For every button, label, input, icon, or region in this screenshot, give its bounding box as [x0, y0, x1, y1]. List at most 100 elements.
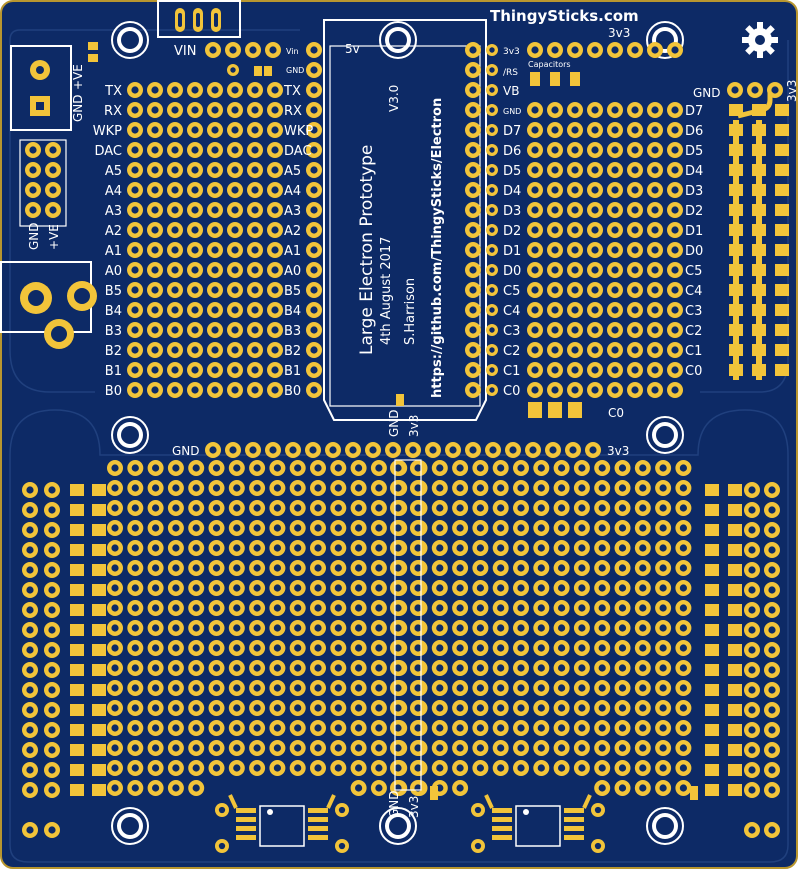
proto-hole-left	[207, 162, 223, 178]
proto-hole-left	[207, 102, 223, 118]
proto-hole-left	[207, 322, 223, 338]
proto-hole-left	[147, 82, 163, 98]
proto-hole-bottom	[147, 640, 164, 656]
proto-hole-bottom	[513, 480, 529, 496]
vin-header-pad	[227, 64, 239, 76]
vin-header-pad	[205, 42, 221, 58]
proto-hole-right	[547, 122, 563, 138]
rail-pad	[345, 442, 361, 458]
proto-hole-right	[567, 262, 583, 278]
proto-hole-left	[167, 102, 183, 118]
module-left-pin	[306, 322, 322, 338]
proto-hole-bottom	[289, 700, 306, 716]
proto-hole-bottom	[634, 500, 651, 516]
module-right-pin	[465, 162, 481, 178]
rail-pad	[565, 442, 581, 458]
module-left-pin	[306, 382, 322, 398]
proto-hole-bottom	[513, 620, 529, 636]
smd-pad	[728, 544, 742, 556]
proto-hole-bottom	[675, 520, 692, 536]
bus-pad	[390, 720, 406, 736]
smd-pad	[92, 564, 106, 576]
module-right-pin	[465, 122, 481, 138]
proto-hole-left	[167, 82, 183, 98]
proto-hole-bottom	[188, 540, 205, 556]
proto-hole-bottom	[350, 620, 367, 636]
bottom-c0-label: C0	[608, 406, 624, 420]
proto-hole-left	[247, 162, 263, 178]
gear-icon	[742, 22, 778, 58]
proto-hole-left	[147, 142, 163, 158]
proto-hole-bottom-edge	[44, 602, 60, 618]
proto-hole-bottom	[249, 480, 266, 496]
proto-hole-bottom	[655, 660, 672, 676]
smd-pad	[70, 784, 84, 796]
proto-hole-bottom	[594, 500, 611, 516]
proto-hole-bottom	[634, 520, 651, 536]
proto-hole-bottom	[614, 520, 631, 536]
proto-hole-bottom	[228, 540, 245, 556]
proto-hole-right	[547, 102, 563, 118]
bus-pad	[390, 660, 406, 676]
proto-hole-bottom-edge	[764, 482, 780, 498]
proto-hole-bottom-edge	[44, 642, 60, 658]
module-right-pin-small	[486, 44, 498, 56]
module-right-pin	[465, 222, 481, 238]
bus-pad	[390, 640, 406, 656]
proto-hole-bottom	[492, 700, 509, 716]
proto-hole-bottom	[573, 460, 590, 476]
proto-hole-bottom-edge	[44, 662, 60, 678]
smd-pad	[775, 344, 789, 356]
proto-hole-bottom	[431, 620, 448, 636]
proto-hole-bottom	[310, 720, 326, 736]
proto-hole-left	[227, 242, 243, 258]
proto-hole-bottom	[370, 580, 387, 596]
proto-hole-left	[167, 262, 183, 278]
proto-hole-bottom	[188, 480, 205, 496]
proto-hole-left	[247, 202, 263, 218]
proto-hole-left	[267, 122, 283, 138]
smd-pad	[728, 664, 742, 676]
proto-hole-left	[187, 342, 203, 358]
smd-pad	[264, 66, 272, 76]
proto-hole-bottom	[573, 660, 590, 676]
mounting-hole	[379, 21, 417, 59]
proto-hole-left	[247, 122, 263, 138]
smd-pad	[728, 724, 742, 736]
proto-hole-bottom	[513, 700, 529, 716]
pin-label-far-right: D5	[685, 144, 703, 159]
proto-hole-right	[567, 202, 583, 218]
cap-header-pad	[527, 42, 543, 58]
pin-label-inner-left: A4	[284, 184, 301, 199]
proto-hole-bottom-edge	[22, 602, 38, 618]
proto-hole-right	[527, 382, 543, 398]
proto-hole-bottom	[370, 620, 387, 636]
proto-hole-bottom	[614, 600, 631, 616]
proto-hole-bottom	[472, 760, 489, 776]
cap-header-pad	[567, 42, 583, 58]
module-right-pin-small	[486, 164, 498, 176]
pin-label-left: WKP	[93, 124, 122, 139]
proto-hole-bottom	[208, 720, 225, 736]
proto-hole-bottom	[634, 700, 651, 716]
proto-hole-bottom	[107, 500, 123, 516]
pin-label-inner-left: B5	[284, 284, 301, 299]
proto-hole-left	[207, 382, 223, 398]
pin-label-inner-left: B2	[284, 344, 301, 359]
proto-hole-bottom	[127, 680, 144, 696]
proto-hole-bottom	[370, 760, 387, 776]
rail-pad	[205, 442, 221, 458]
proto-hole-bottom	[634, 720, 651, 736]
module-right-pin-small	[486, 304, 498, 316]
mounting-hole	[111, 21, 149, 59]
proto-hole-bottom	[107, 660, 123, 676]
proto-hole-left	[227, 282, 243, 298]
soic-breakout-pad	[215, 803, 229, 817]
proto-hole-bottom-edge	[22, 582, 38, 598]
mounting-holes	[111, 21, 684, 845]
proto-hole-bottom	[655, 620, 672, 636]
proto-hole-bottom	[655, 480, 672, 496]
proto-hole-left	[267, 242, 283, 258]
proto-hole-bottom	[310, 480, 326, 496]
proto-hole-bottom	[167, 460, 184, 476]
